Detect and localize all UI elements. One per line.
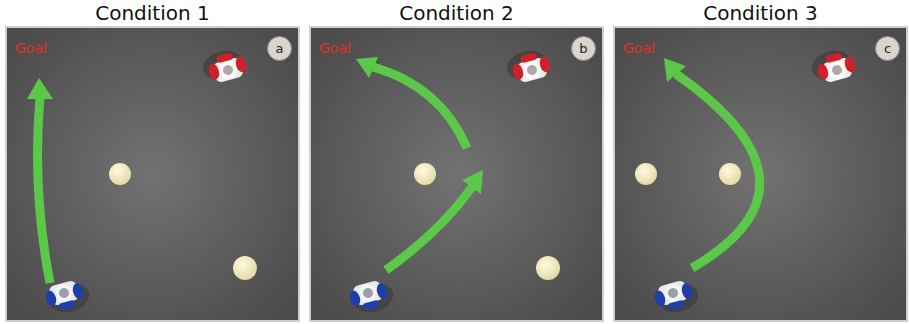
condition-panel: Condition 3Goalc xyxy=(613,26,908,322)
panel-title: Condition 2 xyxy=(311,1,602,25)
goal-label: Goal xyxy=(623,40,655,56)
condition-panel: Condition 1Goala xyxy=(5,26,300,322)
panel-title: Condition 1 xyxy=(7,1,298,25)
panel-letter-badge: a xyxy=(267,36,292,61)
goal-label: Goal xyxy=(15,40,47,56)
panel-letter: a xyxy=(276,41,284,56)
panel-letter: b xyxy=(579,41,587,56)
panel-letter-badge: c xyxy=(875,36,900,61)
panel-letter-badge: b xyxy=(571,36,596,61)
panel-letter: c xyxy=(884,41,891,56)
condition-panel: Condition 2Goalb xyxy=(309,26,604,322)
goal-label: Goal xyxy=(319,40,351,56)
panel-title: Condition 3 xyxy=(615,1,906,25)
